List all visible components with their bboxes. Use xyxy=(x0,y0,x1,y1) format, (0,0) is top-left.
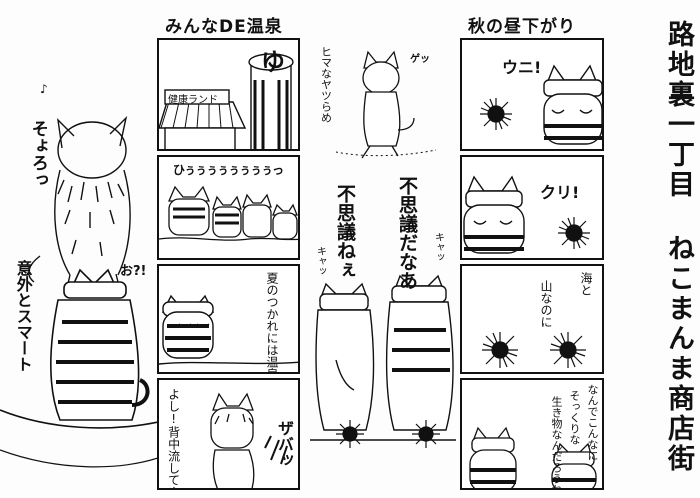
reaction-oh: お?! xyxy=(120,264,147,279)
series-title-line1: 路地裏一丁目 xyxy=(663,20,694,200)
shop-sign-text: 健康ランド xyxy=(168,95,218,106)
sea-urchin-icon xyxy=(480,98,512,130)
autumn-panel-4: なんでこんなに そっくりな 生き物なんだろうね xyxy=(460,378,604,490)
series-title: 路地裏一丁目 ねこまんま商店街 xyxy=(663,20,694,474)
urchin-blobs-drawing xyxy=(336,420,440,448)
standing-cat-drawing xyxy=(361,50,415,159)
music-note: ♪ xyxy=(40,82,48,96)
autumn-panel-1: ウニ! xyxy=(460,38,604,151)
line-mysterious-left: 不思議ねぇ xyxy=(333,184,356,279)
two-cats-in-robes-drawing xyxy=(315,274,454,431)
autumn-panel-3-art xyxy=(482,332,586,368)
tub-floor-line xyxy=(0,449,158,468)
autumn-panel-2: クリ! xyxy=(460,155,604,260)
sigh-text: ひぅぅぅぅぅぅぅぅっ xyxy=(173,163,284,177)
sea-urchin-icon xyxy=(482,332,518,368)
autumn-panel-3-line1: 海と xyxy=(579,272,593,296)
autumn-panel-4-line2: そっくりな xyxy=(568,390,581,445)
autumn-panel-4-line3: 生き物なんだろうね xyxy=(550,396,563,490)
onsen-panel-1-art xyxy=(159,53,294,149)
tub-rim-line xyxy=(0,409,158,429)
strip-title-autumn: 秋の昼下がり xyxy=(468,17,576,37)
onsen-panel-3-art xyxy=(159,294,298,365)
onsen-panel-3: 夏のつかれには温泉だなあ〜 xyxy=(157,264,300,374)
middle-scene-art xyxy=(310,50,456,448)
autumn-panel-3-line2: 山なのに xyxy=(539,280,553,328)
autumn-panel-1-art xyxy=(480,64,602,145)
onsen-panel-1: ゆ 健康ランド xyxy=(157,38,300,151)
line-kuri: クリ! xyxy=(540,183,580,202)
sfx-gets: ゲッ xyxy=(410,54,430,65)
line-uni: ウニ! xyxy=(502,58,542,77)
striped-cat-back-drawing xyxy=(49,268,150,421)
autumn-panel-2-art xyxy=(463,175,590,254)
onsen-panel-2: ひぅぅぅぅぅぅぅぅっ xyxy=(157,155,300,260)
onsen-panel-4-sfx: ザバッ xyxy=(275,420,294,468)
caption-surprisingly-slim: 意外とスマート xyxy=(13,260,33,372)
middle-scene: ゲッ ヒマなヤツらめ 不思議ねぇ 不思議だなあ キャッ キャッ xyxy=(306,30,458,498)
series-title-line2: ねこまんま商店街 xyxy=(663,234,694,474)
left-scene: ♪ そょろっ お?! 意外とスマート xyxy=(0,60,158,498)
shop-sign-board xyxy=(164,89,230,105)
autumn-panel-4-art xyxy=(469,426,597,488)
onsen-panel-4: よし!背中流してやるぜ ザバッ xyxy=(157,378,300,490)
chimney-building xyxy=(250,61,292,149)
onsen-panel-2-art xyxy=(159,185,298,241)
chestnut-burr-icon xyxy=(550,332,586,368)
autumn-panel-4-line1: なんでこんなに xyxy=(586,384,599,461)
left-scene-art xyxy=(0,115,158,468)
onsen-panel-4-line: よし!背中流してやるぜ xyxy=(166,388,181,490)
chestnut-burr-icon xyxy=(558,217,590,249)
line-mysterious-right: 不思議だなあ xyxy=(395,176,418,290)
sfx-kya-left: キャッ xyxy=(314,246,326,276)
onsen-panel-4-art xyxy=(210,392,288,488)
autumn-panel-3: 海と 山なのに xyxy=(460,264,604,374)
sound-effect-soyoro: そょろっ xyxy=(27,120,48,188)
sfx-kya-right: キャッ xyxy=(432,232,444,262)
onsen-panel-3-line: 夏のつかれには温泉だなあ〜 xyxy=(265,272,279,374)
strip-title-onsen: みんなDE温泉 xyxy=(165,17,283,37)
bath-sign-yu: ゆ xyxy=(261,48,285,76)
remark-idle-folks: ヒマなヤツらめ xyxy=(319,46,333,123)
